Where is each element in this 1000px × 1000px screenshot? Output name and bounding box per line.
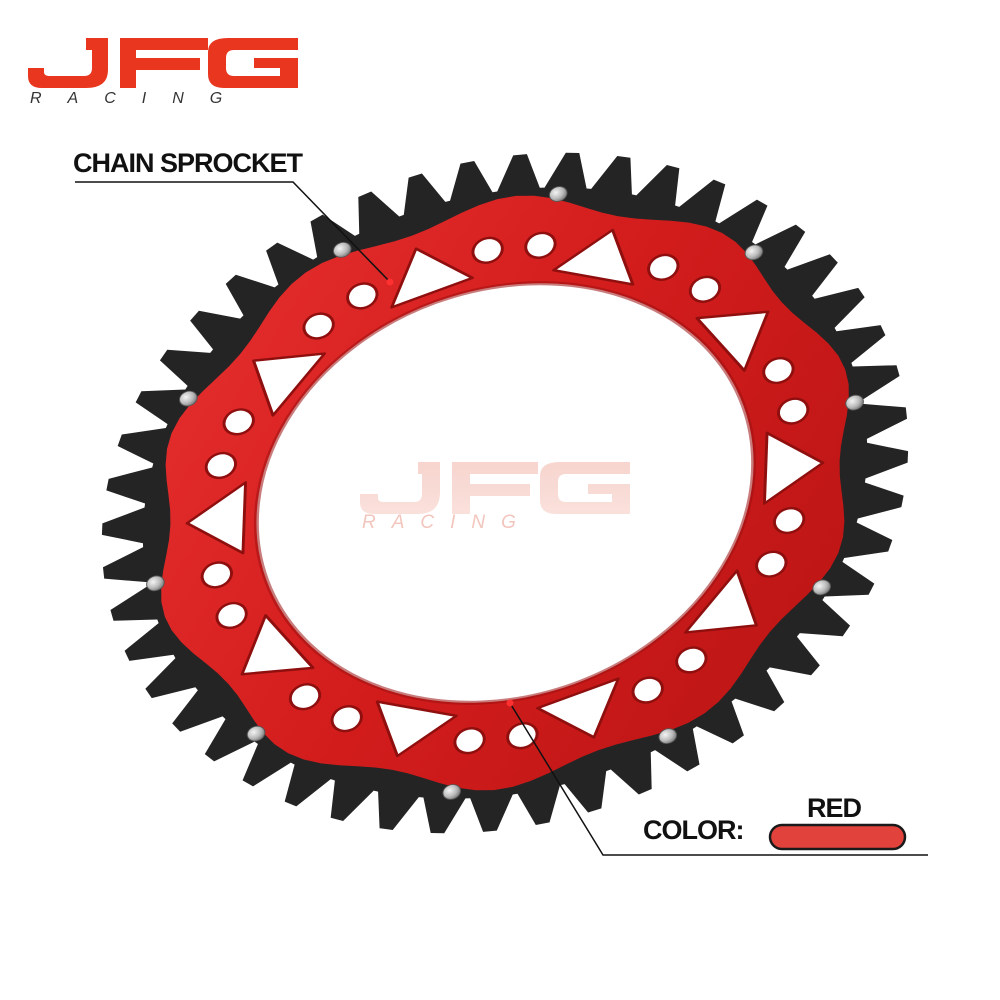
part-callout-line [75, 181, 391, 283]
carrier-hole [675, 646, 708, 674]
color-callout-line [509, 702, 928, 856]
color-callout-dot [506, 699, 514, 707]
carrier-hole [631, 676, 664, 704]
carrier-hole [200, 561, 233, 589]
bolt [442, 784, 462, 800]
carrier-window [683, 569, 758, 634]
watermark-subtext: RACING [362, 512, 532, 533]
carrier-hole [471, 236, 504, 264]
carrier-window [695, 310, 770, 372]
carrier-window [375, 700, 458, 758]
color-value: RED [807, 793, 862, 823]
bolt [146, 575, 165, 592]
carrier-hole [215, 601, 248, 630]
carrier-hole [302, 312, 335, 340]
brand-logo: RACING [28, 38, 298, 107]
bolt [845, 394, 864, 411]
carrier-hole [204, 451, 238, 480]
part-callout-dot [386, 278, 394, 286]
brand-logo-subtext: RACING [30, 90, 248, 107]
bolt [658, 728, 678, 744]
carrier-hole [330, 705, 363, 733]
carrier-hole [222, 408, 255, 436]
bolt [548, 186, 568, 202]
carrier-hole [453, 727, 486, 755]
bolt [812, 579, 831, 596]
bolt [744, 244, 764, 261]
carrier-window [390, 247, 474, 309]
sprocket-carrier [161, 195, 849, 791]
carrier-window [536, 677, 620, 739]
carrier-hole [772, 506, 806, 535]
carrier-window [240, 614, 315, 676]
carrier-hole [647, 253, 680, 281]
sprocket-bolts [146, 186, 864, 800]
carrier-cutouts [185, 228, 825, 758]
carrier-hole [762, 356, 795, 385]
carrier-hole [777, 397, 810, 425]
bolt [332, 242, 352, 258]
carrier-hole [524, 231, 557, 259]
bolt [246, 725, 266, 742]
carrier-hole [288, 683, 322, 711]
carrier-hole [688, 275, 722, 303]
carrier-hole [506, 722, 539, 750]
watermark [360, 462, 630, 514]
part-label: CHAIN SPROCKET [73, 148, 303, 178]
carrier-window [552, 228, 635, 286]
color-swatch [768, 823, 907, 851]
color-label: COLOR: [643, 815, 744, 845]
carrier-hole [346, 282, 379, 310]
carrier-hole [755, 550, 788, 578]
bolt [179, 390, 198, 407]
carrier-window [762, 431, 825, 505]
carrier-window [185, 481, 248, 555]
carrier-window [252, 352, 327, 417]
